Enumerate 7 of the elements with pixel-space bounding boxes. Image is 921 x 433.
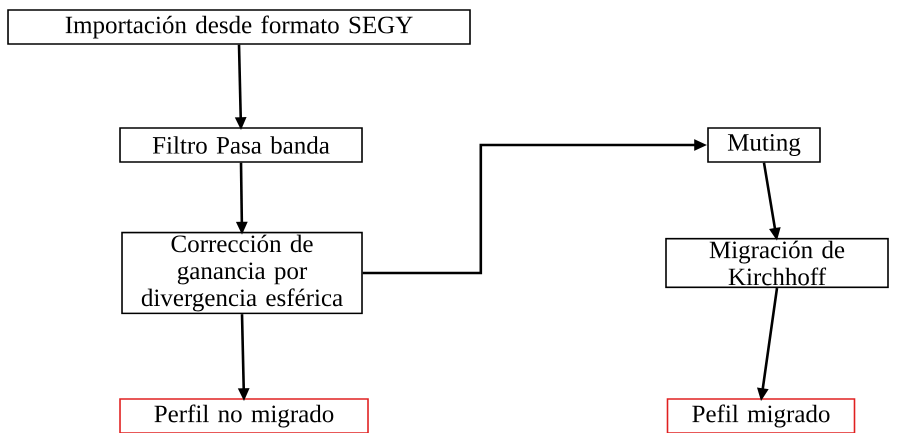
result-box: Perfil no migrado <box>119 398 369 433</box>
process-box: Migración de Kirchhoff <box>665 238 889 288</box>
process-box: Filtro Pasa banda <box>119 127 363 163</box>
process-box: Muting <box>707 127 821 163</box>
process-box: Importación desde formato SEGY <box>7 9 471 45</box>
process-box: Corrección de ganancia por divergencia esférica <box>121 232 363 314</box>
result-box: Pefil migrado <box>666 398 856 433</box>
